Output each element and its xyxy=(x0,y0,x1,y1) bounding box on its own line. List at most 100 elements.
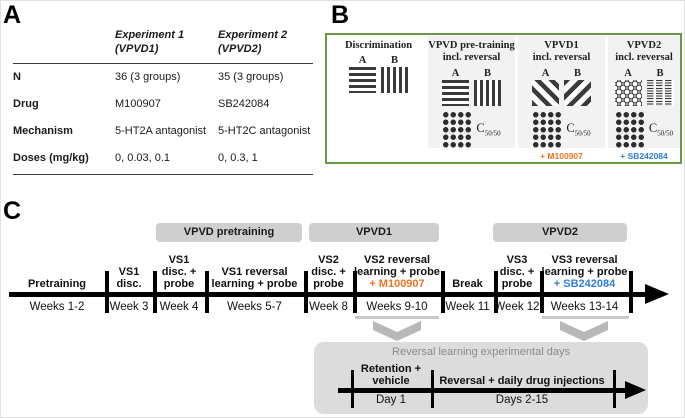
panel-c-label: C xyxy=(3,197,22,225)
stimuli-box: Discrimination A B VPVD pre-training inc… xyxy=(325,33,682,164)
chance-subscript: 50/50 xyxy=(657,129,674,138)
segment-task-vs1-disc: VS1 disc. xyxy=(105,242,153,290)
stage-panel: VPVD2 incl. reversal A B C50/50 xyxy=(608,36,680,148)
callout-line xyxy=(542,316,629,319)
day-label: Days 2-15 xyxy=(495,394,549,406)
task-text: Break xyxy=(452,277,483,290)
header-experiment-1: Experiment 1 (VPVD1) xyxy=(115,29,185,55)
stimulus-patterns xyxy=(532,79,591,106)
table-row: Drug M100907 SB242084 xyxy=(13,91,313,118)
table-row: N 36 (3 groups) 35 (3 groups) xyxy=(13,64,313,91)
row-value-exp1: M100907 xyxy=(115,98,161,110)
reversal-days-inset: Reversal learning experimental days Rete… xyxy=(314,342,648,414)
stimulus-b-label: B xyxy=(573,67,581,79)
pattern-horizontal-stripes xyxy=(349,67,376,94)
segment-task-vs1-disc-probe: VS1 disc. + probe xyxy=(153,242,205,290)
stimulus-b-label: B xyxy=(483,67,491,79)
chance-c: C xyxy=(648,121,658,135)
timeline-tick xyxy=(304,271,308,313)
header-experiment-2: Experiment 2 (VPVD2) xyxy=(218,29,288,55)
row-label: Mechanism xyxy=(13,125,73,137)
row-value-exp1: 0, 0.03, 0.1 xyxy=(115,152,171,164)
timeline-tick xyxy=(353,271,357,313)
table-row: Mechanism 5-HT2A antagonist 5-HT2C antag… xyxy=(13,118,313,145)
panel-a-label: A xyxy=(3,1,22,29)
row-value-exp2: 5-HT2C antagonist xyxy=(218,125,311,137)
dot-grid-pattern xyxy=(442,110,473,148)
task-text: Reversal + daily drug injections xyxy=(439,374,605,387)
task-text: VS1 reversal learning + probe xyxy=(211,265,298,290)
stimulus-patterns xyxy=(442,79,501,106)
pattern-horizontal-stripes xyxy=(442,79,469,106)
timeline-tick xyxy=(540,271,544,313)
stimulus-a-label: A xyxy=(541,67,550,79)
drug-label-m100907: + M100907 xyxy=(369,277,425,290)
inset-tick xyxy=(431,370,434,408)
stage-panel: VPVD pre-training incl. reversal A B C50… xyxy=(428,36,515,148)
inset-timeline-arrowhead xyxy=(625,380,646,399)
stage-vpvd2: VPVD2 incl. reversal A B C50/50 + SB2420… xyxy=(608,36,680,161)
task-text: VS1 disc. xyxy=(116,265,142,290)
inset-timeline-bar xyxy=(338,388,626,393)
chance-subscript: 50/50 xyxy=(484,129,501,138)
timeline-tick xyxy=(205,271,209,313)
stimulus-patterns xyxy=(614,79,674,106)
stage-title: VPVD1 incl. reversal xyxy=(532,40,591,64)
segment-task-vs3-disc-probe: VS3 disc. + probe xyxy=(494,242,540,290)
day-label: Day 1 xyxy=(375,394,407,406)
task-text: Retention + vehicle xyxy=(360,362,422,387)
stimulus-letters: A B xyxy=(532,68,591,79)
panel-b-label: B xyxy=(331,1,350,29)
drug-label-sb242084: + SB242084 xyxy=(553,277,616,290)
stage-vpvd-pretraining: VPVD pre-training incl. reversal A B C50… xyxy=(428,36,515,148)
timeline-tick xyxy=(105,271,109,313)
task-text: VS3 disc. + probe xyxy=(499,253,535,290)
down-arrow-icon xyxy=(373,321,421,341)
stimulus-a-label: A xyxy=(624,67,632,79)
inset-task-reversal: Reversal + daily drug injections xyxy=(431,358,613,387)
header-empty-cell xyxy=(13,29,115,57)
stage-vpvd1: VPVD1 incl. reversal A B C50/50 + M10090… xyxy=(518,36,605,161)
week-label: Week 3 xyxy=(109,301,149,313)
chance-c: C xyxy=(566,121,575,135)
task-text: VS2 disc. + probe xyxy=(311,253,346,290)
week-label: Week 4 xyxy=(159,301,199,313)
week-label: Weeks 13-14 xyxy=(550,301,619,313)
inset-tick xyxy=(613,370,616,408)
callout-line xyxy=(355,316,439,319)
task-text: Pretraining xyxy=(27,277,87,290)
segment-task-vs1-reversal: VS1 reversal learning + probe xyxy=(205,242,304,290)
pattern-diagonal-up-stripes xyxy=(564,79,591,106)
segment-task-vs3-reversal: VS3 reversal learning + probe+ SB242084 xyxy=(540,242,629,290)
stage-title: Discrimination xyxy=(344,40,413,51)
week-label: Week 12 xyxy=(494,301,540,313)
pattern-diagonal-down-stripes xyxy=(532,79,559,106)
stage-title: VPVD2 incl. reversal xyxy=(615,40,673,64)
stimulus-patterns xyxy=(349,67,408,94)
stage-title: VPVD pre-training incl. reversal xyxy=(428,40,515,64)
stimulus-a-label: A xyxy=(358,55,367,67)
chance-label: C50/50 xyxy=(649,121,673,138)
timeline-tick xyxy=(153,271,157,313)
task-text: VS3 reversal learning + probe xyxy=(541,253,628,278)
down-arrow-icon xyxy=(560,321,608,341)
row-value-exp1: 5-HT2A antagonist xyxy=(115,125,207,137)
pattern-fish-scales xyxy=(614,79,642,106)
timeline-tick xyxy=(441,271,445,313)
segment-task-vs2-disc-probe: VS2 disc. + probe xyxy=(304,242,353,290)
chance-c: C xyxy=(476,121,485,135)
chance-label: C50/50 xyxy=(476,121,500,138)
stage-discrimination: Discrimination A B xyxy=(331,36,426,148)
chance-stimulus: C50/50 xyxy=(532,110,591,148)
inset-tick xyxy=(351,370,354,408)
pattern-vertical-stripes xyxy=(474,79,501,106)
week-label: Weeks 1-2 xyxy=(29,301,85,313)
stimulus-a-label: A xyxy=(451,67,460,79)
stimulus-b-label: B xyxy=(390,55,398,67)
segment-task-vs2-reversal: VS2 reversal learning + probe+ M100907 xyxy=(353,242,441,290)
pattern-vertical-zigzag xyxy=(646,79,674,106)
stimulus-letters: A B xyxy=(349,55,408,66)
chance-stimulus: C50/50 xyxy=(614,110,673,148)
chance-stimulus: C50/50 xyxy=(442,110,501,148)
inset-title: Reversal learning experimental days xyxy=(392,346,570,358)
